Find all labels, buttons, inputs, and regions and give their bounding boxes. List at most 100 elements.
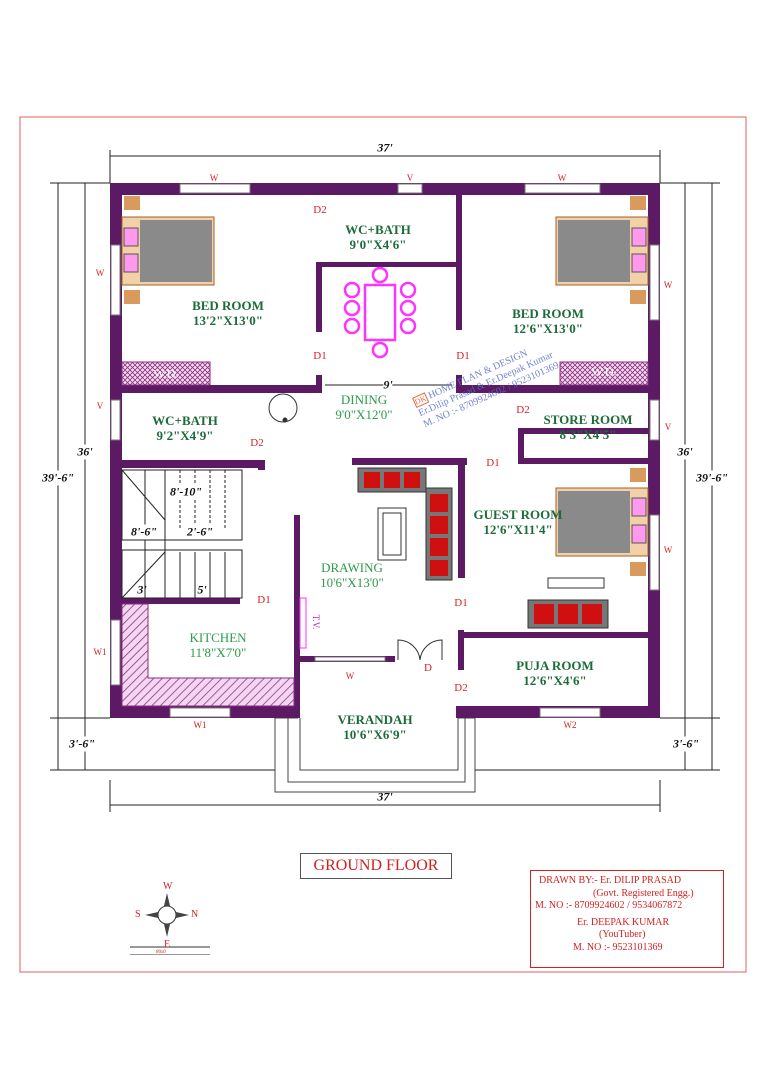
compass-north: N	[191, 909, 199, 920]
dim-left-verandah: 3'-6"	[69, 736, 95, 752]
dining-table	[343, 266, 417, 359]
sheet-border	[19, 116, 747, 973]
room-name: PUJA ROOM	[516, 658, 594, 673]
dim-bottom: 37'	[377, 789, 393, 804]
room-name: VERANDAH	[337, 712, 413, 727]
door-tag: D2	[313, 204, 327, 216]
credit-drawn-by: DRAWN BY:- Er. DILIP PRASAD	[539, 875, 682, 886]
credits-box: DRAWN BY:- Er. DILIP PRASAD (Govt. Regis…	[530, 870, 724, 968]
wardrobe-tag: W.D.	[153, 366, 179, 381]
wardrobe-right	[559, 361, 649, 386]
room-size: 12'6"X4'6"	[523, 673, 587, 688]
stair-flight: 5'	[197, 582, 207, 597]
room-name: WC+BATH	[345, 222, 411, 237]
room-size: 9'0"X12'0"	[335, 407, 393, 422]
dim-right-verandah: 3'-6"	[673, 736, 699, 752]
drawing-title: GROUND FLOOR	[300, 853, 452, 879]
wardrobe-left	[121, 361, 211, 386]
window-tag: W	[345, 671, 355, 681]
credit-name: Er. DEEPAK KUMAR	[577, 916, 670, 928]
door-tag: D1	[456, 350, 470, 362]
door-tag: D	[424, 662, 432, 674]
credit-qualification: (Govt. Registered Engg.)	[593, 887, 694, 899]
room-size: 8'3"X4'5"	[559, 427, 617, 442]
bed-left	[121, 196, 215, 304]
windows	[110, 183, 660, 718]
door-tag: D2	[454, 682, 468, 694]
room-size: 12'6"X13'0"	[512, 321, 584, 336]
compass-icon	[130, 893, 210, 955]
room-size: 9'2"X4'9"	[156, 428, 214, 443]
room-size: 12'6"X11'4"	[483, 522, 553, 537]
dim-right-inner: 36'	[677, 444, 693, 460]
window-tag: W	[557, 173, 567, 183]
door-tag: D1	[313, 350, 327, 362]
room-name: BED ROOM	[192, 298, 264, 313]
sofa-set	[357, 467, 609, 629]
dim-dining-span: 9'	[383, 377, 393, 393]
room-name: DRAWING	[321, 560, 383, 575]
window-tag: W	[95, 268, 105, 278]
room-size: 11'8"X7'0"	[189, 645, 247, 660]
compass-east: E	[164, 939, 171, 950]
dim-left-inner: 36'	[77, 444, 93, 460]
room-size: 10'6"X6'9"	[343, 727, 407, 742]
room-size: 9'0"X4'6"	[349, 237, 407, 252]
compass-south: S	[135, 909, 141, 920]
stair-gap: 2'-6"	[187, 524, 213, 540]
bed-guest	[555, 468, 649, 576]
room-name: KITCHEN	[189, 630, 247, 645]
room-size: 10'6"X13'0"	[320, 575, 384, 590]
dim-left-outer: 39'-6"	[42, 470, 74, 486]
credit-phone-2: M. NO :- 9523101369	[573, 941, 663, 953]
window-tag: V	[406, 173, 414, 183]
room-name: WC+BATH	[152, 413, 218, 428]
window-tag: W	[663, 280, 673, 290]
scale-label: 80x0	[156, 950, 166, 955]
kitchen-counter	[121, 603, 295, 707]
stair-width: 8'-10"	[170, 484, 202, 500]
dim-top: 37'	[377, 140, 393, 155]
dimension-lines	[50, 150, 720, 812]
room-name: BED ROOM	[512, 306, 584, 321]
compass-west: W	[163, 881, 173, 892]
door-tag: D1	[257, 594, 271, 606]
credit-phone: M. NO :- 8709924602 / 9534067872	[535, 900, 683, 911]
room-size: 13'2"X13'0"	[192, 313, 264, 328]
stair-length: 8'-6"	[131, 524, 157, 540]
window-tag: V	[96, 401, 104, 411]
wardrobe-tag: W.D.	[591, 364, 617, 379]
door-tag: D1	[486, 457, 500, 469]
window-tag: V	[664, 422, 672, 432]
window-tag: W1	[193, 720, 207, 730]
staircase	[121, 469, 243, 599]
door-tag: D1	[454, 597, 468, 609]
bed-right	[555, 196, 649, 304]
stair-landing: 3'	[137, 582, 147, 597]
room-name: GUEST ROOM	[473, 507, 563, 522]
room-name: DINING	[340, 392, 388, 407]
dim-right-outer: 39'-6"	[696, 470, 728, 486]
door-tag: D2	[516, 404, 530, 416]
window-tag: W	[663, 545, 673, 555]
doors	[268, 393, 443, 661]
tv-tag: T.V.	[311, 614, 321, 630]
credit-role: (YouTuber)	[599, 929, 646, 940]
window-tag: W	[209, 173, 219, 183]
tv-unit	[299, 597, 307, 649]
window-tag: W2	[563, 720, 577, 730]
room-name: STORE ROOM	[543, 412, 633, 427]
door-tag: D2	[250, 437, 264, 449]
